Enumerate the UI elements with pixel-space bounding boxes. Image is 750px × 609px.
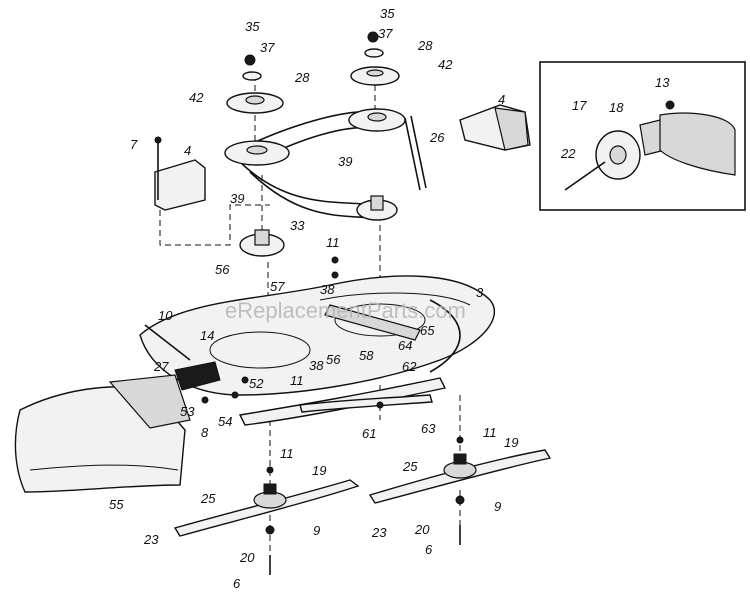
part-label-65: 65 [420,323,435,338]
part-label-14: 14 [200,328,214,343]
part-label-6: 6 [425,542,433,557]
part-label-52: 52 [249,376,264,391]
part-label-26: 26 [429,130,445,145]
part-label-4: 4 [498,92,505,107]
part-label-63: 63 [421,421,436,436]
part-label-42: 42 [438,57,453,72]
part-label-38: 38 [320,282,335,297]
part-label-53: 53 [180,404,195,419]
part-label-61: 61 [362,426,376,441]
part-label-39: 39 [230,191,244,206]
part-label-22: 22 [560,146,576,161]
part-label-8: 8 [201,425,209,440]
part-label-56: 56 [215,262,230,277]
part-label-19: 19 [504,435,518,450]
part-label-62: 62 [402,359,417,374]
part-label-9: 9 [494,499,501,514]
part-label-11: 11 [290,373,304,388]
part-label-23: 23 [371,525,387,540]
watermark: eReplacementParts.com [225,298,466,323]
part-label-19: 19 [312,463,326,478]
part-label-4: 4 [184,143,191,158]
part-label-28: 28 [417,38,433,53]
part-label-13: 13 [655,75,670,90]
part-label-25: 25 [402,459,418,474]
part-label-17: 17 [572,98,587,113]
part-label-42: 42 [189,90,204,105]
part-label-37: 37 [260,40,275,55]
part-label-39: 39 [338,154,352,169]
part-label-11: 11 [483,425,497,440]
part-label-11: 11 [280,446,294,461]
part-label-25: 25 [200,491,216,506]
part-label-7: 7 [130,137,138,152]
part-label-9: 9 [313,523,320,538]
part-label-20: 20 [414,522,430,537]
spindle-housings [239,195,398,257]
part-label-57: 57 [270,279,285,294]
mower-deck [139,275,496,396]
part-label-3: 3 [476,285,484,300]
part-label-64: 64 [398,338,412,353]
part-label-11: 11 [326,235,340,250]
part-label-28: 28 [294,70,310,85]
part-label-56: 56 [326,352,341,367]
part-label-33: 33 [290,218,305,233]
discharge-chute [14,374,191,493]
part-label-18: 18 [609,100,624,115]
part-label-10: 10 [158,308,173,323]
left-blade [173,479,360,537]
baffle-strip [238,377,447,426]
hardware-fasteners [265,256,465,575]
part-label-6: 6 [233,576,241,591]
part-label-38: 38 [309,358,324,373]
part-label-35: 35 [380,6,395,21]
part-label-35: 35 [245,19,260,34]
part-label-58: 58 [359,348,374,363]
part-label-23: 23 [143,532,159,547]
left-bracket [154,136,206,211]
right-pulley-stack [348,31,406,132]
left-pulley-stack [224,54,290,166]
part-label-27: 27 [153,359,169,374]
part-label-54: 54 [218,414,232,429]
part-label-55: 55 [109,497,124,512]
deflector-assembly [144,324,249,404]
part-label-20: 20 [239,550,255,565]
right-bracket [459,104,531,151]
part-labels: 35 37 28 42 35 37 28 42 26 4 7 4 39 33 3… [109,6,670,591]
part-label-37: 37 [378,26,393,41]
pulley-inset [539,61,746,211]
right-blade [368,449,552,504]
